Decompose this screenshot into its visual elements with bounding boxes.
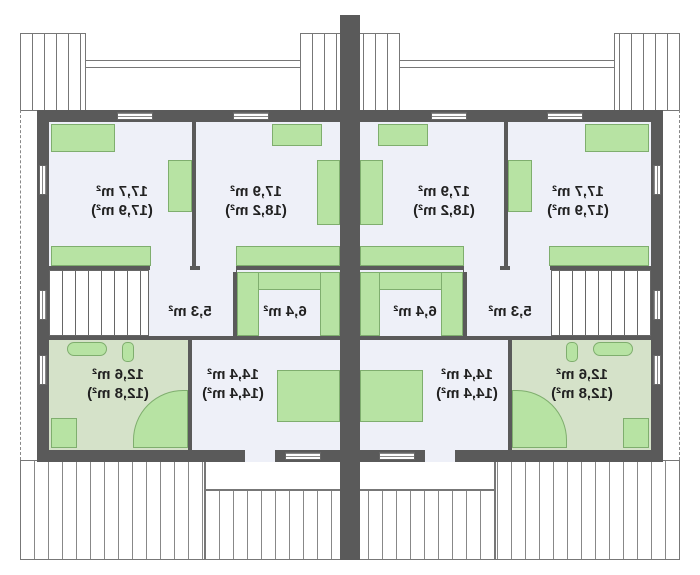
bed	[51, 124, 115, 152]
window	[117, 112, 153, 120]
roof-terrace-right	[300, 33, 344, 111]
wardrobe	[549, 246, 649, 266]
window	[39, 290, 47, 320]
area-text: 17,7 m²	[552, 183, 604, 200]
bed	[360, 160, 383, 225]
alt-area-text: (17,9 m²)	[91, 202, 153, 219]
room-label: 5,3 m²	[475, 302, 545, 321]
alt-area-text: (12,8 m²)	[551, 385, 613, 402]
window	[39, 355, 47, 385]
area-text: 14,4 m²	[441, 366, 493, 383]
eave-line	[663, 110, 680, 460]
double-bed	[360, 370, 423, 422]
shower	[623, 418, 649, 448]
alt-area-text: (12,8 m²)	[87, 385, 149, 402]
roof-terrace-left	[614, 33, 680, 111]
eave-line	[20, 110, 37, 460]
bed	[585, 124, 649, 152]
area-text: 6,4 m²	[263, 303, 307, 320]
alt-area-text: (17,9 m²)	[547, 202, 609, 219]
area-text: 17,9 m²	[230, 183, 282, 200]
room-bedroom-b	[196, 122, 340, 266]
room-label: 6,4 m²	[255, 302, 315, 321]
area-text: 17,7 m²	[96, 183, 148, 200]
entry-door-opening	[425, 445, 455, 462]
alt-area-text: (14,4 m²)	[202, 385, 264, 402]
balcony-rail	[86, 60, 300, 68]
window	[653, 355, 661, 385]
room-label: 17,9 m² (18,2 m²)	[394, 182, 494, 220]
desk	[378, 124, 428, 146]
room-hall	[149, 270, 233, 336]
party-wall	[340, 15, 350, 560]
window	[233, 112, 269, 120]
area-text: 5,3 m²	[488, 303, 532, 320]
alt-area-text: (18,2 m²)	[413, 202, 475, 219]
door-opening	[464, 264, 500, 272]
desk	[272, 124, 322, 146]
toilet	[566, 342, 578, 362]
sinks	[67, 342, 107, 356]
area-text: 12,6 m²	[556, 366, 608, 383]
window	[379, 452, 415, 460]
window	[653, 290, 661, 320]
window	[547, 112, 583, 120]
room-label: 5,3 m²	[155, 302, 225, 321]
area-text: 14,4 m²	[207, 366, 259, 383]
double-bed	[277, 370, 340, 422]
balcony-rail	[400, 60, 614, 68]
shower	[51, 418, 77, 448]
window	[431, 112, 467, 120]
alt-area-text: (18,2 m²)	[225, 202, 287, 219]
room-label: 6,4 m²	[385, 302, 445, 321]
door-opening	[150, 265, 190, 273]
toilet	[122, 342, 134, 362]
wardrobe	[51, 246, 151, 266]
roof-lower-right	[205, 490, 344, 560]
door-opening	[510, 265, 550, 273]
room-label: 17,9 m² (18,2 m²)	[206, 182, 306, 220]
unit-left: 17,7 m² (17,9 m²) 17,9 m² (18,2 m²) 5,3 m²…	[20, 15, 350, 560]
closet-shelves	[237, 272, 259, 336]
room-label: 12,6 m² (12,8 m²)	[532, 365, 632, 403]
area-text: 5,3 m²	[168, 303, 212, 320]
unit-right: 17,7 m² (17,9 m²) 17,9 m² (18,2 m²) 5,3 m²…	[350, 0, 700, 575]
roof-terrace-right	[356, 33, 400, 111]
room-label: 14,4 m² (14,4 m²)	[193, 365, 273, 403]
entrance-canopy	[356, 460, 495, 490]
area-text: 17,9 m²	[418, 183, 470, 200]
party-wall	[350, 15, 360, 560]
wardrobe	[360, 246, 464, 266]
entrance-canopy	[205, 460, 344, 490]
window	[285, 452, 321, 460]
window	[39, 165, 47, 195]
roof-lower-right	[356, 490, 495, 560]
roof-terrace-left	[20, 33, 86, 111]
staircase	[551, 270, 651, 336]
alt-area-text: (14,4 m²)	[436, 385, 498, 402]
desk	[168, 160, 192, 212]
closet-shelves	[360, 272, 380, 336]
room-label: 14,4 m² (14,4 m²)	[427, 365, 507, 403]
closet-shelves	[320, 272, 340, 336]
bed	[317, 160, 340, 225]
staircase	[49, 270, 149, 336]
sinks	[593, 342, 633, 356]
room-label: 17,7 m² (17,9 m²)	[72, 182, 172, 220]
roof-lower-left	[495, 460, 680, 560]
window	[653, 165, 661, 195]
area-text: 12,6 m²	[92, 366, 144, 383]
roof-lower-left	[20, 460, 205, 560]
area-text: 6,4 m²	[393, 303, 437, 320]
entry-door-opening	[245, 445, 275, 462]
room-label: 12,6 m² (12,8 m²)	[68, 365, 168, 403]
door-opening	[200, 264, 236, 272]
wardrobe	[236, 246, 340, 266]
room-label: 17,7 m² (17,9 m²)	[528, 182, 628, 220]
